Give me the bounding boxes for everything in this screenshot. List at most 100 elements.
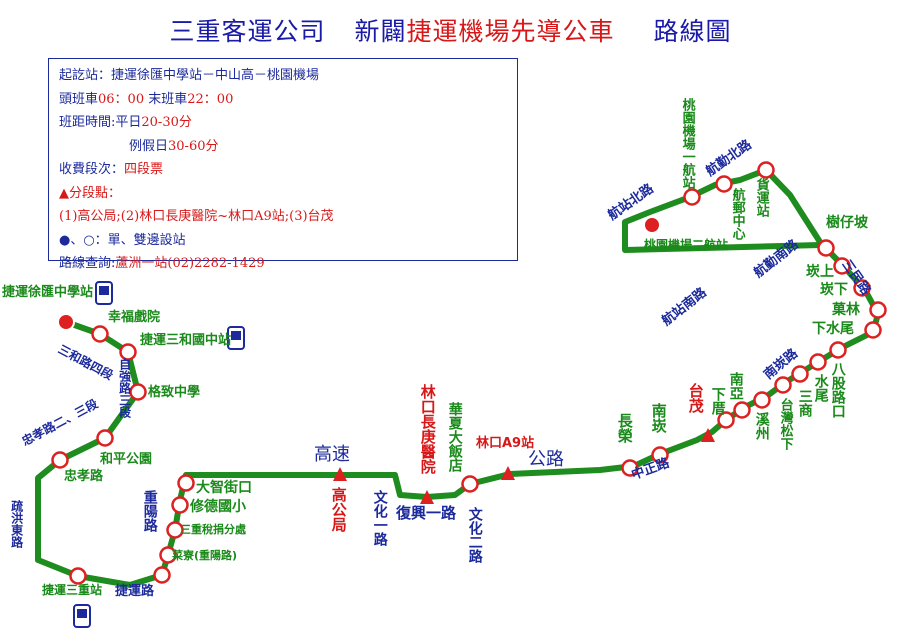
stop-xizhou: [753, 391, 771, 409]
info-stop-legend: ●、○：單、雙邊設站: [59, 232, 186, 248]
terminus-airport-t2: [643, 216, 661, 234]
stop-label-xingfu: 幸福戲院: [108, 310, 161, 325]
stop-label-postal: 航郵中心: [729, 188, 745, 240]
map-title: 三重客運公司 新闢捷運機場先導公車 路線圖: [0, 12, 901, 48]
stop-t1: [683, 188, 701, 206]
stop-postal: [715, 175, 733, 193]
info-section-points-label: ▲分段點：: [59, 185, 121, 201]
stop-changrong: [621, 459, 639, 477]
section-label-gaogongju: 高公局: [329, 487, 348, 532]
stop-label-sanshang: 三商: [796, 389, 813, 417]
route-name: 捷運機場先導公車: [406, 17, 615, 46]
route-prefix: 新闢: [354, 17, 407, 46]
stop-label-cailiao: 菜寮(重陽路): [172, 549, 238, 562]
headway-weekday-value: 20-30分: [141, 115, 192, 130]
headway-weekday-label: 班距時間:平日: [59, 115, 142, 130]
stop-tax: [159, 546, 177, 564]
stop-label-babu: 八股路口: [829, 362, 846, 418]
stop-label-sanchong: 捷運三重站: [42, 583, 103, 597]
stop-shuzaipo: [817, 239, 835, 257]
stop-songxia: [774, 376, 792, 394]
stop-label-xiashuiwei: 下水尾: [812, 321, 854, 337]
stop-nankan: [651, 446, 669, 464]
stop-label-zhongxiao: 忠孝路: [64, 469, 104, 484]
inquiry-value: 蘆洲一站(02)2282-1429: [115, 256, 265, 271]
stop-label-nanya: 南亞: [727, 372, 744, 400]
stop-label-heping: 和平公園: [100, 452, 153, 467]
stop-label-kanxia: 崁下: [820, 282, 848, 298]
stop-cailiao: [153, 566, 171, 584]
stop-label-caolin: 菓林: [832, 302, 860, 318]
stop-cargo: [757, 161, 775, 179]
section-marker-changgeng: [420, 490, 434, 504]
fare-label: 收費段次：: [59, 162, 125, 177]
stop-caolin: [869, 301, 887, 319]
stop-xiashuiwei: [864, 321, 882, 339]
road-label-wenhua2: 文化二路: [466, 507, 483, 563]
stop-kanxia: [853, 279, 871, 297]
road-label-chongyang: 重陽路: [141, 490, 158, 532]
first-bus-label: 頭班車: [59, 91, 99, 107]
headway-holiday-value: 30-60分: [168, 138, 219, 154]
stop-sanchong: [69, 567, 87, 585]
inquiry-label: 路線查詢:: [59, 256, 116, 271]
section-marker-taimao: [701, 428, 715, 442]
stop-sanshang: [791, 365, 809, 383]
stop-label-songxia: 台灣松下: [777, 398, 793, 450]
stop-label-tax: 三重稅捐分處: [180, 523, 246, 536]
first-bus-time: 06：00: [98, 91, 145, 107]
fare-value: 四段票: [124, 162, 164, 177]
road-label-wenhua1: 文化一路: [371, 490, 388, 546]
road-label-shuhong: 疏洪東路: [9, 500, 24, 548]
road-label-jieyun: 捷運路: [115, 584, 155, 599]
stop-label-huaxia: 華夏大飯店: [446, 402, 463, 472]
title-suffix: 路線圖: [653, 17, 732, 46]
stop-dazhi2: [177, 474, 195, 492]
road-label-fuxing1: 復興一路: [396, 504, 457, 522]
info-terminals: 起訖站：捷運徐匯中學站－中山高－桃園機場: [59, 68, 320, 83]
stop-label-airport-t2: 桃園機場二航站: [644, 238, 729, 252]
stop-kanshang: [833, 257, 851, 275]
road-label-gaosu: 高速: [314, 444, 350, 465]
stop-circles: [51, 161, 887, 585]
stop-label-sanhe: 捷運三和國中站: [140, 333, 232, 348]
stop-shuiwei: [809, 353, 827, 371]
road-label-ziqiang: 自強路三段: [117, 358, 132, 418]
stop-label-xizhou: 溪州: [753, 412, 770, 440]
stop-label-a9: 林口A9站: [476, 436, 535, 451]
stop-label-airport-t1: 桃園機場一航站: [679, 98, 695, 189]
stop-huaxia: [461, 475, 479, 493]
stop-label-nankan: 南崁: [649, 403, 668, 433]
last-bus-time: 22：00: [187, 91, 234, 107]
section-marker-a9: [501, 466, 515, 480]
stop-label-shuiwei: 水尾: [812, 374, 829, 402]
road-label-gonglu: 公路: [528, 449, 564, 470]
headway-holiday-label: 例假日: [129, 138, 169, 154]
stop-nanya: [733, 401, 751, 419]
stop-zhongxiao: [51, 451, 69, 469]
stop-label-gezhi: 格致中學: [148, 385, 201, 400]
stop-sanhe: [119, 343, 137, 361]
stop-label-kanshang: 崁上: [806, 264, 834, 280]
stop-dazhi: [171, 496, 189, 514]
route-line: [35, 167, 881, 588]
info-route-inquiry: 路線查詢:蘆洲一站(02)2282-1429: [59, 252, 507, 276]
stop-label-xuhui: 捷運徐匯中學站: [2, 285, 94, 300]
stop-label-changrong: 長榮: [615, 413, 634, 443]
terminus-xuhui: [57, 313, 75, 331]
stop-heping: [96, 429, 114, 447]
stop-gezhi: [129, 383, 147, 401]
info-headway-holiday: 例假日30-60分: [59, 135, 507, 159]
stop-xialuo: [717, 411, 735, 429]
last-bus-label: 末班車: [148, 91, 188, 107]
info-section-points: (1)高公局;(2)林口長庚醫院~林口A9站;(3)台茂: [59, 209, 334, 224]
mrt-icon-xuhui: [95, 281, 113, 305]
stop-babu: [829, 341, 847, 359]
mrt-icon-sanchong: [73, 604, 91, 628]
stop-label-shuzaipo: 樹仔坡: [826, 215, 868, 231]
stop-xiude: [166, 521, 184, 539]
info-first-last-bus: 頭班車06：00 末班車22：00: [59, 88, 507, 112]
mrt-icon-sanhe: [227, 326, 245, 350]
stop-label-dazhi: 大智街口: [196, 480, 252, 496]
